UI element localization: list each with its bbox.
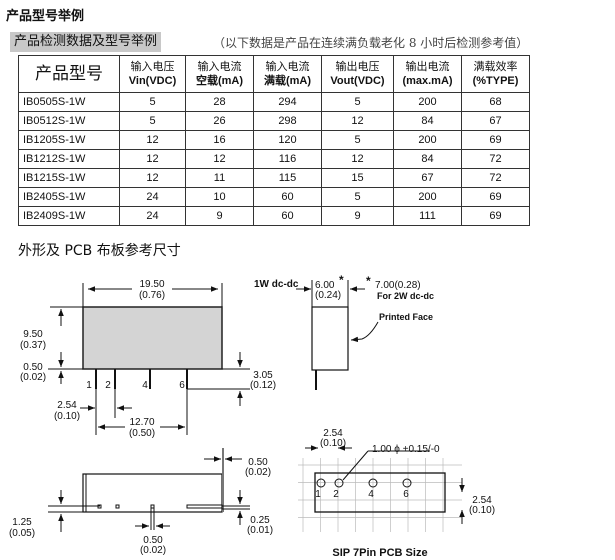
dim-pitch: 2.54: [57, 400, 77, 411]
value-cell: 200: [393, 92, 462, 112]
dim-span-in: (0.50): [129, 428, 155, 439]
header-line: 输入电流: [197, 61, 242, 73]
value-cell: 28: [185, 92, 254, 112]
header-line: 输出电压: [335, 61, 380, 73]
dim-pin-length-in: (0.12): [250, 380, 276, 391]
dim-pin-thick: 0.25: [250, 515, 270, 526]
side-width-in: (0.24): [315, 290, 341, 301]
dim-height-in: (0.37): [20, 340, 46, 351]
model-cell: IB0512S-1W: [18, 111, 120, 131]
dim-gap: 0.50: [23, 362, 43, 373]
column-header: 输入电流空载(mA): [185, 55, 254, 93]
printed-face-label: Printed Face: [379, 312, 433, 322]
model-cell: IB2405S-1W: [18, 187, 120, 207]
header-unit: Vin(VDC): [128, 75, 177, 87]
test-note: （以下数据是产品在连续满负载老化 8 小时后检测参考值）: [213, 36, 529, 50]
side-star: *: [339, 273, 344, 287]
pcb-layout: [298, 445, 465, 532]
column-header: 产品型号: [18, 55, 120, 93]
value-cell: 111: [393, 206, 462, 226]
section-banner: 产品检测数据及型号举例: [10, 32, 162, 52]
alt-width: 7.00(0.28): [375, 280, 421, 291]
alt-note: For 2W dc-dc: [377, 291, 434, 301]
alt-star: *: [366, 274, 371, 288]
dim-thickness: 0.50: [248, 457, 268, 468]
model-cell: IB1205S-1W: [18, 130, 120, 150]
value-cell: 200: [393, 187, 462, 207]
header-line: 输出电流: [405, 61, 450, 73]
pin-label: 1: [86, 380, 92, 391]
dim-pin-width-in: (0.02): [140, 545, 166, 556]
header-unit: 空载(mA): [195, 75, 244, 87]
dim-pin-width: 0.50: [143, 535, 163, 546]
column-header: 输出电流 (max.mA): [393, 55, 462, 93]
side-view: [296, 280, 379, 390]
dim-pitch-in: (0.10): [54, 411, 80, 422]
value-cell: 69: [461, 130, 530, 150]
model-cell: IB2409S-1W: [18, 206, 120, 226]
dim-thickness-in: (0.02): [245, 467, 271, 478]
dim-standoff: 1.25: [12, 517, 32, 528]
value-cell: 116: [253, 149, 322, 169]
dim-pin-thick-in: (0.01): [247, 525, 273, 536]
pcb-row-in: (0.10): [469, 505, 495, 516]
header-line: 满载效率: [473, 61, 518, 73]
column-header: 满载效率 (%TYPE): [461, 55, 530, 93]
dim-width-in: (0.76): [139, 290, 165, 301]
dim-span: 12.70: [129, 417, 154, 428]
pcb-pin-label: 4: [368, 489, 374, 500]
pcb-caption: SIP 7Pin PCB Size: [332, 547, 427, 559]
pcb-pin-label: 1: [315, 489, 321, 500]
value-cell: 9: [185, 206, 254, 226]
header-line: 输入电压: [130, 61, 175, 73]
value-cell: 72: [461, 168, 530, 188]
pcb-pitch: 2.54: [323, 428, 343, 439]
value-cell: 16: [185, 130, 254, 150]
pcb-row: 2.54: [472, 495, 492, 506]
header-unit: (max.mA): [402, 75, 453, 87]
dim-standoff-in: (0.05): [9, 528, 35, 539]
side-label: 1W dc-dc: [254, 279, 299, 290]
pin-label: 2: [105, 380, 111, 391]
header-unit: (%TYPE): [472, 75, 519, 87]
value-cell: 84: [393, 111, 462, 131]
side-width: 6.00: [315, 280, 335, 291]
header-unit: Vout(VDC): [330, 75, 385, 87]
front-view: [48, 283, 250, 435]
dim-pin-length: 3.05: [253, 370, 273, 381]
pcb-pin-label: 2: [333, 489, 339, 500]
column-header: 输出电压 Vout(VDC): [321, 55, 394, 93]
page-title: 产品型号举例: [6, 9, 85, 24]
dimensions-title: 外形及 PCB 布板参考尺寸: [18, 243, 181, 259]
hole-spec: 1.00 ϕ +0.15/-0: [372, 444, 440, 455]
dim-height: 9.50: [23, 329, 43, 340]
dim-width: 19.50: [139, 279, 164, 290]
value-cell: 24: [119, 206, 186, 226]
pcb-pitch-in: (0.10): [320, 438, 346, 449]
pin-label: 4: [142, 380, 148, 391]
bottom-view: [48, 448, 250, 532]
header-unit: 满载(mA): [263, 75, 312, 87]
pin-label: 6: [179, 380, 185, 391]
dim-gap-in: (0.02): [20, 372, 46, 383]
value-cell: 10: [185, 187, 254, 207]
value-cell: 69: [461, 206, 530, 226]
header-line: 输入电流: [265, 61, 310, 73]
pcb-pin-label: 6: [403, 489, 409, 500]
model-cell: IB1215S-1W: [18, 168, 120, 188]
